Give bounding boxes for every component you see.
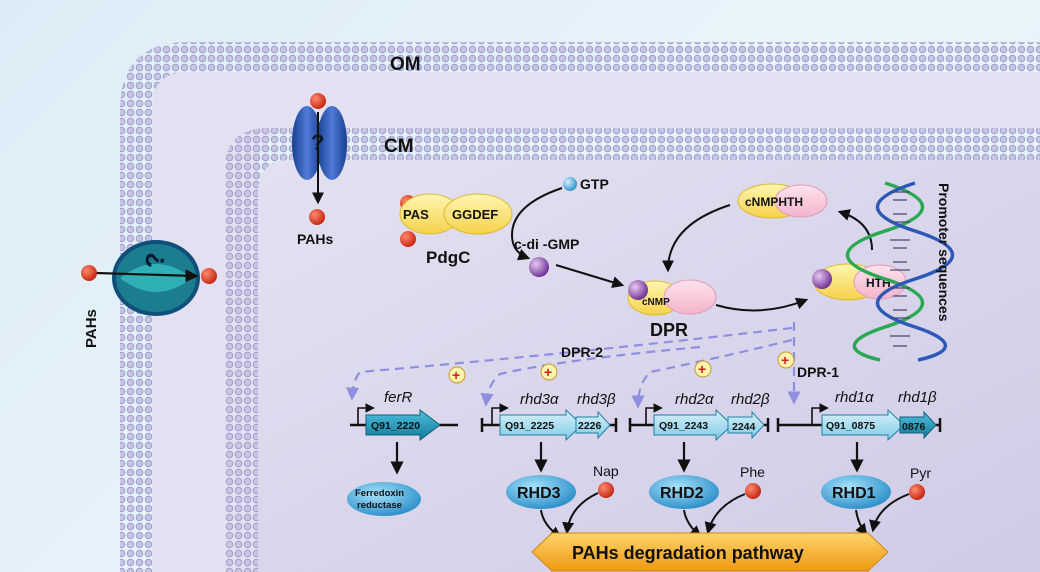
pyr-label: Pyr bbox=[910, 465, 931, 481]
activation-plus-2: + bbox=[540, 363, 558, 381]
dpr-protein: cNMP bbox=[627, 279, 717, 316]
outer-transporter-question: ? bbox=[140, 252, 170, 268]
phe-label: Phe bbox=[740, 464, 765, 480]
pdgc-pas-domain: PAS bbox=[403, 207, 429, 222]
dpr2-arrow-ferR bbox=[345, 326, 793, 401]
rhd2b-gene-name: rhd2β bbox=[731, 391, 770, 408]
pahs-cytoplasm-ball bbox=[309, 209, 325, 225]
active-to-complex-arrow bbox=[837, 209, 873, 251]
rhd3a-locus: Q91_2225 bbox=[505, 420, 554, 432]
gtp-ball bbox=[563, 177, 577, 191]
activation-plus-4: + bbox=[777, 351, 795, 369]
outer-transporter: ? bbox=[112, 240, 200, 316]
gene-cluster-ferR: Q91_2220 ferR bbox=[350, 389, 458, 441]
rhd1-protein: RHD1 bbox=[821, 475, 891, 509]
pahs-degradation-pathway: PAHs degradation pathway bbox=[531, 532, 889, 572]
pdgc-protein: PAS GGDEF bbox=[399, 193, 513, 235]
pdgc-pahs-ball-bottom bbox=[400, 231, 416, 247]
pdgc-label: PdgC bbox=[426, 248, 470, 267]
rhd1b-gene-arrow bbox=[899, 410, 937, 440]
dna-helix bbox=[846, 181, 954, 362]
complex-to-dpr-arrow bbox=[662, 204, 731, 273]
pathway-label: PAHs degradation pathway bbox=[572, 543, 804, 563]
activation-plus-1-text: + bbox=[452, 367, 460, 383]
pahs-outside-label: PAHs bbox=[83, 309, 100, 348]
ferR-locus: Q91_2220 bbox=[371, 420, 420, 432]
ferR-gene-name: ferR bbox=[384, 389, 413, 406]
dpr-arrow-rhd2 bbox=[631, 338, 793, 409]
pahs-periplasm-ball bbox=[201, 268, 217, 284]
rhd2a-gene-name: rhd2α bbox=[675, 391, 714, 408]
rhd3a-gene-arrow bbox=[499, 408, 583, 442]
rhd1-protein-label: RHD1 bbox=[832, 485, 876, 502]
promoter-sequences-label: Promoter sequences bbox=[936, 183, 952, 322]
rhd2-protein-label: RHD2 bbox=[660, 485, 704, 502]
pyr-to-pathway bbox=[869, 493, 910, 533]
rhd1-to-pathway bbox=[855, 509, 868, 536]
ferredoxin-reductase: Ferredoxin reductase bbox=[347, 482, 421, 516]
phe-ball bbox=[745, 483, 761, 499]
c-di-gmp-ball bbox=[529, 257, 549, 277]
dpr2-label: DPR-2 bbox=[561, 344, 603, 360]
rhd1a-gene-name: rhd1α bbox=[835, 389, 874, 406]
activation-plus-3: + bbox=[694, 360, 712, 378]
c-di-gmp-label: c-di -GMP bbox=[514, 236, 579, 252]
rhd1b-locus: 0876 bbox=[902, 421, 926, 433]
rhd2b-locus: 2244 bbox=[732, 421, 756, 433]
rhd3-protein: RHD3 bbox=[506, 475, 576, 509]
gtp-conversion-arrow bbox=[510, 187, 563, 261]
rhd3a-gene-name: rhd3α bbox=[520, 391, 559, 408]
ferredoxin-label-line1: Ferredoxin bbox=[355, 488, 404, 499]
rhd2a-gene-arrow bbox=[653, 408, 733, 442]
inner-membrane-label: CM bbox=[384, 136, 414, 157]
rhd3-protein-label: RHD3 bbox=[517, 485, 561, 502]
ferR-gene-arrow bbox=[365, 409, 441, 441]
activation-plus-1: + bbox=[448, 366, 466, 384]
pyr-ball bbox=[909, 484, 925, 500]
activation-plus-4-text: + bbox=[781, 352, 789, 368]
nap-to-pathway bbox=[562, 492, 599, 535]
rhd1a-gene-arrow bbox=[821, 408, 905, 442]
rhd3b-gene-name: rhd3β bbox=[577, 391, 616, 408]
dpr-active-c-di-gmp bbox=[812, 269, 832, 289]
ferredoxin-label-line2: reductase bbox=[357, 500, 402, 511]
rhd3b-locus: 2226 bbox=[578, 420, 602, 432]
outer-membrane-label: OM bbox=[390, 54, 421, 75]
expression-arrows bbox=[390, 442, 864, 475]
rhd2b-gene-arrow bbox=[727, 410, 765, 440]
gene-cluster-rhd1: Q91_0875 0876 rhd1α rhd1β bbox=[776, 389, 942, 442]
rhd3b-gene-arrow bbox=[575, 410, 611, 440]
dpr-label: DPR bbox=[650, 320, 688, 340]
pahs-outside-ball bbox=[81, 265, 97, 281]
dpr-inactive-complex: cNMPHTH bbox=[737, 183, 828, 219]
gene-cluster-rhd2: Q91_2243 2244 rhd2α rhd2β bbox=[628, 391, 770, 442]
dpr-complex-label: cNMPHTH bbox=[745, 195, 803, 209]
phe-to-pathway bbox=[704, 493, 746, 535]
dpr-bound-c-di-gmp bbox=[628, 280, 648, 300]
dpr2-arrow-rhd3 bbox=[480, 345, 701, 407]
dpr-cnmp-domain: cNMP bbox=[642, 297, 670, 308]
c-di-gmp-binding-arrow bbox=[555, 264, 625, 288]
rhd1a-locus: Q91_0875 bbox=[826, 420, 875, 432]
dpr-to-active-arrow bbox=[715, 297, 809, 312]
pahs-entering-ball bbox=[310, 93, 326, 109]
rhd1b-gene-name: rhd1β bbox=[898, 389, 937, 406]
rhd2-protein: RHD2 bbox=[649, 475, 719, 509]
inner-transporter: ? bbox=[292, 106, 347, 180]
dpr-regulation-arrows bbox=[345, 322, 801, 409]
nap-label: Nap bbox=[593, 463, 619, 479]
pdgc-ggdef-domain: GGDEF bbox=[452, 207, 498, 222]
nap-ball bbox=[598, 482, 614, 498]
activation-plus-2-text: + bbox=[544, 364, 552, 380]
rhd2a-locus: Q91_2243 bbox=[659, 420, 708, 432]
pahs-uptake-arrow bbox=[95, 269, 199, 283]
gene-cluster-rhd3: Q91_2225 2226 rhd3α rhd3β bbox=[480, 391, 618, 442]
gtp-label: GTP bbox=[580, 176, 609, 192]
dpr1-label: DPR-1 bbox=[797, 364, 839, 380]
cytoplasm bbox=[258, 160, 1040, 572]
activation-plus-3-text: + bbox=[698, 361, 706, 377]
pahs-cytoplasm-label: PAHs bbox=[297, 231, 334, 247]
